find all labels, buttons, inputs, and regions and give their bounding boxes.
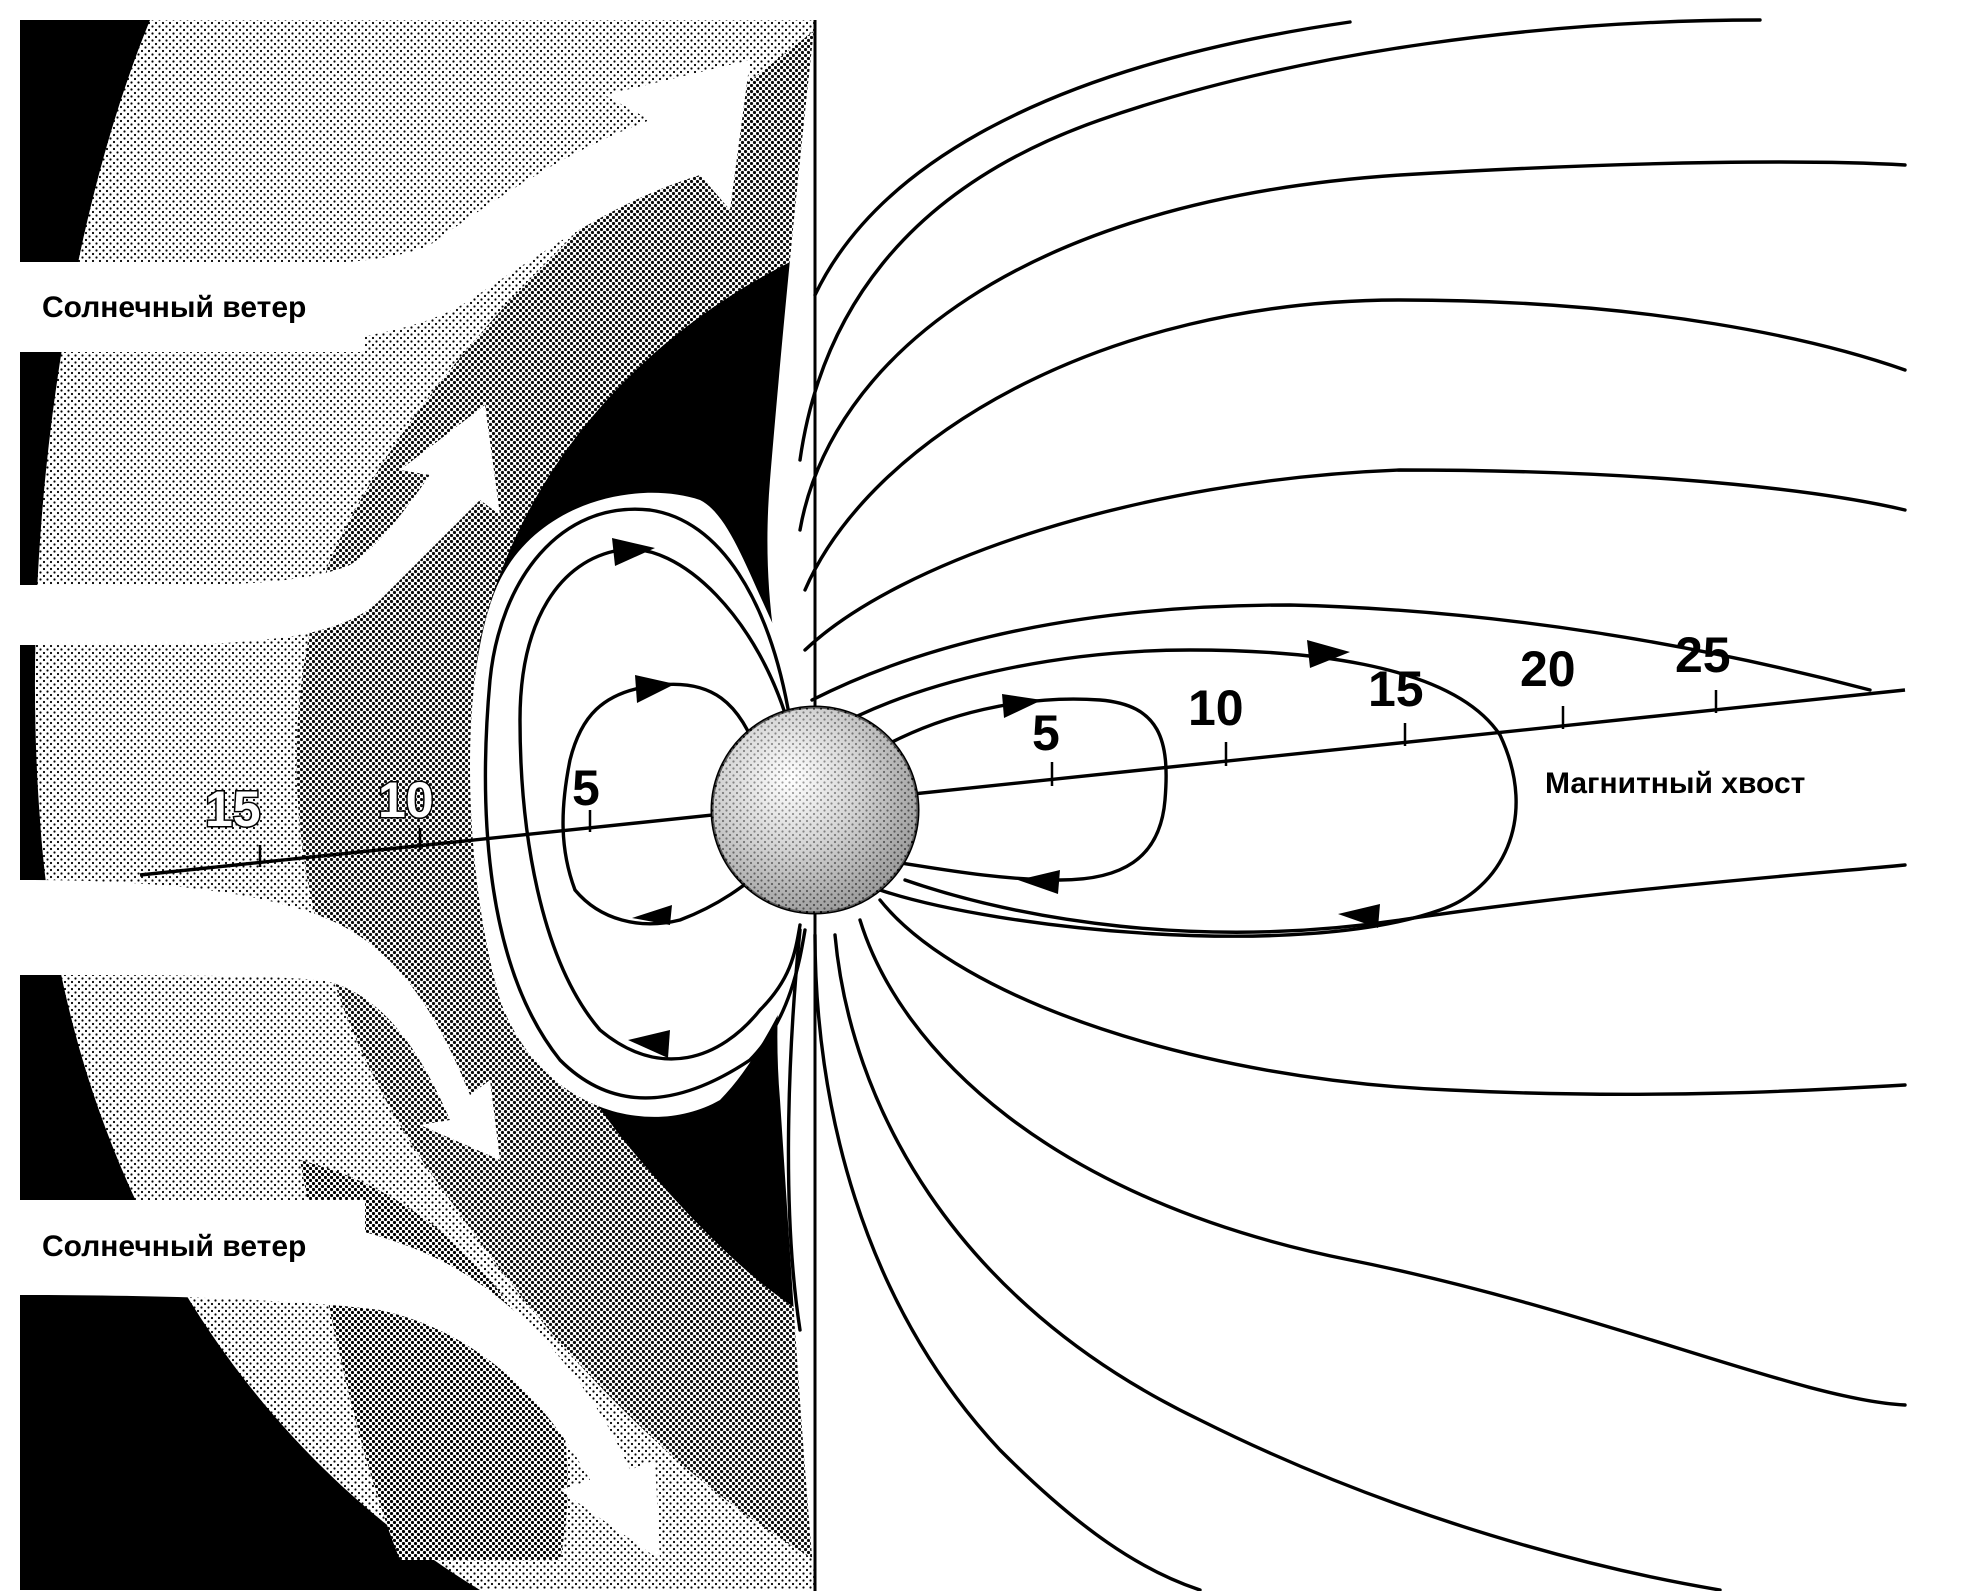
arrow-head [635, 675, 675, 703]
nightside-scale-25: 25 [1675, 627, 1731, 683]
distance-scale [139, 688, 1906, 877]
inner-magnetosphere-region [470, 492, 815, 1117]
solar-wind-arrow-lower [20, 880, 500, 1160]
magnetotail-lower-field-lines [813, 863, 1907, 1591]
arrow-head [1002, 694, 1042, 718]
arrow-head [632, 905, 672, 925]
arrow-head [1307, 640, 1350, 668]
arrow-head [1338, 904, 1380, 928]
dayside-scale-5: 5 [572, 760, 600, 816]
solar-wind-arrow-middle [20, 405, 500, 646]
arrow-head [628, 1030, 670, 1058]
magnetotail-region [767, 20, 1962, 1591]
nightside-scale-15: 15 [1368, 661, 1424, 717]
arrow-head [1018, 870, 1060, 894]
solar-wind-label-top: Солнечный ветер [42, 291, 306, 324]
field-direction-arrows [612, 538, 1380, 1058]
magnetotail-label: Магнитный хвост [1545, 767, 1805, 800]
nightside-scale-20: 20 [1520, 641, 1576, 697]
nightside-scale-5: 5 [1032, 705, 1060, 761]
dayside-scale-10: 10 [378, 772, 434, 828]
magnetotail-field-lines [798, 18, 1907, 938]
nightside-scale-10: 10 [1188, 680, 1244, 736]
arrow-head [612, 538, 655, 566]
solar-wind-label-bottom: Солнечный ветер [42, 1230, 306, 1263]
scale-axis [139, 688, 1906, 877]
dayside-field-lines [483, 507, 807, 1332]
dayside-scale-15: 15 [205, 781, 261, 837]
